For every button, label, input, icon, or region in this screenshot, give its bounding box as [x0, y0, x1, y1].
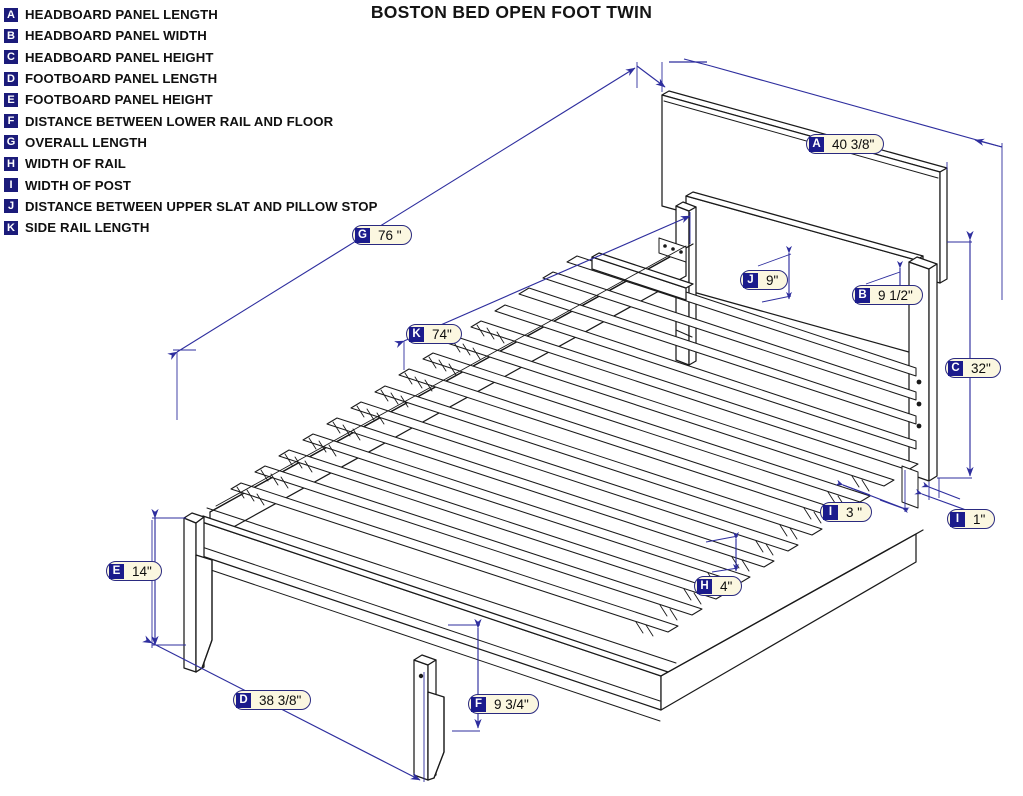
legend-badge-e: E [4, 92, 18, 107]
legend-label-k: SIDE RAIL LENGTH [25, 220, 150, 236]
callout-value-e: 14" [132, 563, 152, 579]
dim-G-line [167, 67, 636, 360]
legend-item-g: G OVERALL LENGTH [4, 132, 434, 153]
callout-badge-i: I [823, 504, 838, 520]
legend-item-a: A HEADBOARD PANEL LENGTH [4, 4, 434, 25]
legend-item-h: H WIDTH OF RAIL [4, 153, 434, 174]
foot-rail-far [660, 529, 924, 711]
legend-badge-i: I [4, 178, 18, 193]
legend-badge-b: B [4, 28, 18, 43]
dim-K-line [394, 215, 691, 349]
legend-item-e: E FOOTBOARD PANEL HEIGHT [4, 89, 434, 110]
callout-badge-j: J [743, 272, 758, 288]
callout-value-i2: 1" [973, 511, 986, 527]
legend-item-f: F DISTANCE BETWEEN LOWER RAIL AND FLOOR [4, 110, 434, 131]
callout-value-j: 9" [766, 272, 779, 288]
legend-badge-c: C [4, 50, 18, 65]
callout-badge-d: D [236, 692, 251, 708]
callout-i-post-width: I 3 " [820, 502, 873, 522]
callout-value-c: 32" [971, 360, 991, 376]
callout-badge-a: A [809, 136, 824, 152]
callout-d: D 38 3/8" [233, 690, 312, 710]
slat-deck [230, 255, 919, 637]
callout-badge-h: H [697, 578, 712, 594]
dim-A-line [710, 65, 1003, 148]
legend-badge-h: H [4, 156, 18, 171]
legend-label-i: WIDTH OF POST [25, 177, 132, 193]
legend-badge-g: G [4, 135, 18, 150]
legend: A HEADBOARD PANEL LENGTH B HEADBOARD PAN… [4, 4, 434, 238]
page-title: BOSTON BED OPEN FOOT TWIN [370, 2, 653, 22]
callout-i-post-thickness: I 1" [947, 509, 996, 529]
dimension-lines [142, 58, 1003, 782]
callout-value-h: 4" [720, 578, 733, 594]
callout-value-k: 74" [432, 326, 452, 342]
legend-label-a: HEADBOARD PANEL LENGTH [25, 7, 218, 23]
callout-value-i: 3 " [846, 504, 863, 520]
callout-badge-i2: I [950, 511, 965, 527]
callout-g: G 76 " [352, 225, 412, 245]
legend-label-g: OVERALL LENGTH [25, 134, 148, 150]
callout-badge-f: F [471, 696, 486, 712]
callout-badge-c: C [948, 360, 963, 376]
legend-badge-a: A [4, 7, 18, 22]
legend-item-i: I WIDTH OF POST [4, 174, 434, 195]
callout-value-f: 9 3/4" [494, 696, 529, 712]
legend-label-j: DISTANCE BETWEEN UPPER SLAT AND PILLOW S… [25, 198, 378, 214]
callout-b: B 9 1/2" [852, 285, 923, 305]
legend-badge-f: F [4, 114, 18, 129]
legend-label-b: HEADBOARD PANEL WIDTH [25, 28, 207, 44]
legend-item-j: J DISTANCE BETWEEN UPPER SLAT AND PILLOW… [4, 196, 434, 217]
legend-badge-k: K [4, 220, 18, 235]
callout-badge-k: K [409, 326, 424, 342]
callout-e: E 14" [106, 561, 162, 581]
callout-h: H 4" [694, 576, 743, 596]
callout-a: A 40 3/8" [806, 134, 885, 154]
callout-value-b: 9 1/2" [878, 287, 913, 303]
legend-label-f: DISTANCE BETWEEN LOWER RAIL AND FLOOR [25, 113, 334, 129]
callout-j: J 9" [740, 270, 789, 290]
callout-value-g: 76 " [378, 227, 402, 243]
headboard-right-post [908, 256, 938, 482]
legend-label-d: FOOTBOARD PANEL LENGTH [25, 71, 218, 87]
callout-c: C 32" [945, 358, 1001, 378]
legend-label-e: FOOTBOARD PANEL HEIGHT [25, 92, 213, 108]
callout-k: K 74" [406, 324, 462, 344]
legend-label-c: HEADBOARD PANEL HEIGHT [25, 49, 214, 65]
legend-item-k: K SIDE RAIL LENGTH [4, 217, 434, 238]
legend-badge-d: D [4, 71, 18, 86]
callout-badge-e: E [109, 563, 124, 579]
dim-D-line [142, 635, 421, 781]
legend-label-h: WIDTH OF RAIL [25, 156, 126, 172]
callout-badge-g: G [355, 227, 370, 243]
legend-item-b: B HEADBOARD PANEL WIDTH [4, 25, 434, 46]
legend-item-c: C HEADBOARD PANEL HEIGHT [4, 47, 434, 68]
callout-f: F 9 3/4" [468, 694, 539, 714]
callout-value-a: 40 3/8" [832, 136, 875, 152]
foot-post-far-right [901, 465, 919, 509]
callout-value-d: 38 3/8" [259, 692, 302, 708]
legend-item-d: D FOOTBOARD PANEL LENGTH [4, 68, 434, 89]
callout-badge-b: B [855, 287, 870, 303]
foot-leg-near-right [413, 654, 445, 781]
legend-badge-j: J [4, 199, 18, 214]
